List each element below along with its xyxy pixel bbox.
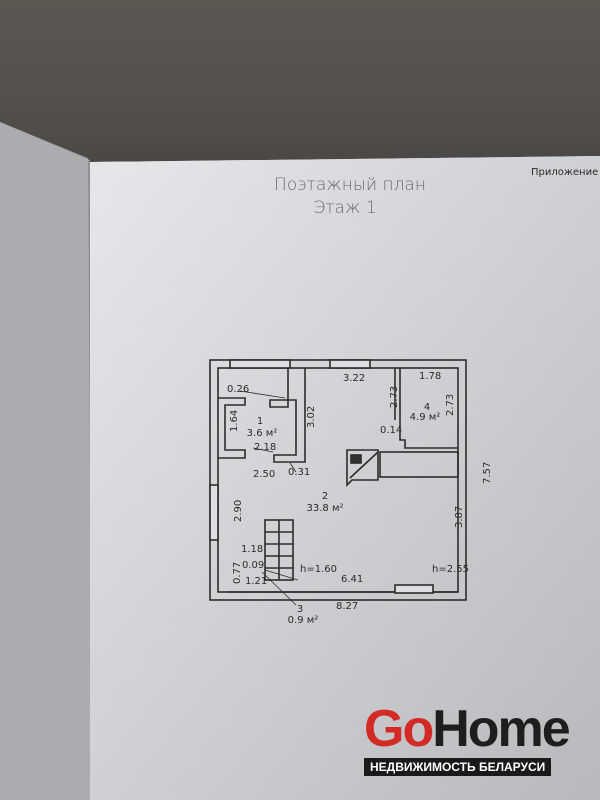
svg-text:h=1.60: h=1.60 xyxy=(300,564,337,575)
svg-text:2.73: 2.73 xyxy=(389,386,400,408)
svg-text:1.21: 1.21 xyxy=(245,576,267,587)
annex-label: Приложение №2 xyxy=(531,167,600,178)
room-4-area: 4.9 м² xyxy=(410,412,441,423)
svg-text:2.50: 2.50 xyxy=(253,469,275,480)
svg-text:1.18: 1.18 xyxy=(241,544,263,555)
plan-title: Поэтажный план xyxy=(274,175,426,195)
room-4-number: 4 xyxy=(424,402,430,413)
svg-text:3.02: 3.02 xyxy=(306,406,317,428)
svg-text:1.78: 1.78 xyxy=(419,371,441,382)
logo-tagline: НЕДВИЖИМОСТЬ БЕЛАРУСИ xyxy=(364,758,552,776)
fabric-background xyxy=(0,0,600,170)
svg-text:6.41: 6.41 xyxy=(341,574,363,585)
floor-label: Этаж 1 xyxy=(313,198,376,218)
svg-text:2.73: 2.73 xyxy=(445,394,456,416)
svg-text:0.14: 0.14 xyxy=(380,425,402,436)
floor-plan xyxy=(209,359,467,606)
room-3-area: 0.9 м² xyxy=(288,615,319,626)
svg-text:0.31: 0.31 xyxy=(288,467,310,478)
logo-wordmark: GoHome xyxy=(364,700,571,758)
svg-text:0.09: 0.09 xyxy=(242,560,264,571)
svg-text:0.26: 0.26 xyxy=(227,384,249,395)
gohome-watermark: GoHome НЕДВИЖИМОСТЬ БЕЛАРУСИ xyxy=(364,700,571,776)
svg-text:8.27: 8.27 xyxy=(336,601,358,612)
room-3-number: 3 xyxy=(297,604,303,615)
svg-text:2.90: 2.90 xyxy=(233,500,244,522)
svg-text:0.77: 0.77 xyxy=(232,562,243,584)
svg-text:3.22: 3.22 xyxy=(343,373,365,384)
svg-text:2.18: 2.18 xyxy=(254,442,276,453)
room-1-number: 1 xyxy=(257,416,263,427)
svg-text:3.87: 3.87 xyxy=(454,506,465,528)
room-1-area: 3.6 м² xyxy=(247,428,278,439)
svg-text:7.57: 7.57 xyxy=(482,462,493,484)
svg-text:h=2.55: h=2.55 xyxy=(432,564,469,575)
room-2-number: 2 xyxy=(322,491,328,502)
room-2-area: 33.8 м² xyxy=(307,503,344,514)
svg-text:1.64: 1.64 xyxy=(229,410,240,432)
room-labels: 1 3.6 м² 2 33.8 м² 3 0.9 м² 4 4.9 м² xyxy=(247,402,441,626)
dimension-labels: 0.26 1.64 2.18 2.50 0.31 3.02 3.22 1.78 … xyxy=(227,371,493,612)
